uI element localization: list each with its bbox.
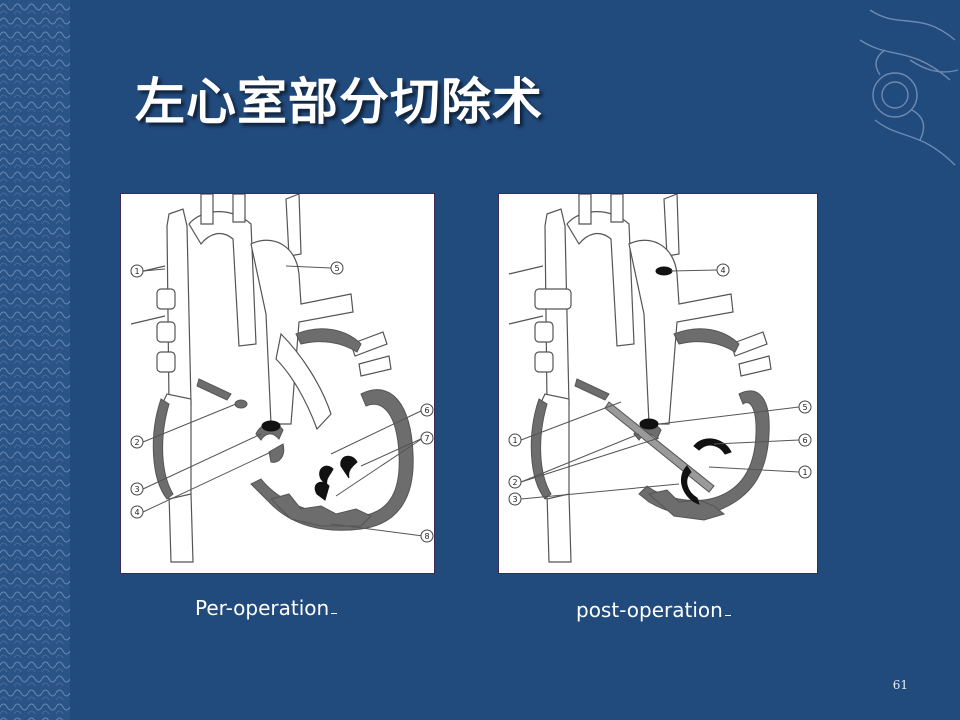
pre-operation-caption-text: Per-operation <box>195 596 330 620</box>
atrial-septum-tissue <box>574 378 610 401</box>
page-number: 61 <box>892 678 908 692</box>
left-atrial-wall <box>295 328 362 353</box>
post-operation-caption-text: post-operation <box>576 598 723 622</box>
pulmonary-artery <box>250 239 354 425</box>
aortic-valve-marker <box>261 420 281 432</box>
label-2: 2 <box>512 478 517 487</box>
great-arteries <box>200 194 302 257</box>
band-graft <box>534 288 572 310</box>
wave-pattern-strip <box>0 0 70 720</box>
papillary-curl <box>314 481 330 501</box>
left-ventricle-wall <box>250 389 414 531</box>
aortic-arch <box>566 211 635 347</box>
right-vessels <box>350 331 392 377</box>
pre-operation-diagram: 1 5 2 3 4 6 7 8 <box>120 193 435 574</box>
atrial-septum-tissue <box>196 378 232 401</box>
pulmonary-veins-left <box>508 265 544 325</box>
post-operation-diagram: 4 5 6 1 1 2 3 <box>498 193 818 574</box>
inferior-vena-cava <box>168 493 194 563</box>
left-atrial-wall <box>673 328 740 353</box>
pulmonary-trunk <box>275 332 332 431</box>
label-6: 6 <box>802 436 807 445</box>
label-1-right: 1 <box>802 468 807 477</box>
label-1-left: 1 <box>512 436 517 445</box>
chordae-curl-a <box>319 465 334 487</box>
papillary-tissue <box>270 493 372 527</box>
label-8: 8 <box>424 532 429 541</box>
reduced-left-ventricle-wall <box>638 390 770 516</box>
chordae-curl-b <box>340 455 358 479</box>
pre-operation-caption: Per-operation <box>195 595 338 621</box>
valve-marker <box>639 418 659 430</box>
papillary-curl <box>681 465 700 505</box>
label-5: 5 <box>802 403 807 412</box>
slide-title: 左心室部分切除术 <box>135 73 543 131</box>
chordae-curl <box>693 438 732 455</box>
label-4: 4 <box>720 266 725 275</box>
great-arteries <box>578 194 680 257</box>
label-6: 6 <box>424 406 429 415</box>
pulmonary-artery <box>628 239 734 425</box>
right-atrial-wall <box>152 398 174 500</box>
label-5: 5 <box>334 264 339 273</box>
floral-ornament <box>859 9 959 166</box>
label-3: 3 <box>512 495 517 504</box>
label-7: 7 <box>424 434 429 443</box>
right-vessels <box>730 331 772 377</box>
label-4: 4 <box>134 508 139 517</box>
papillary-tissue <box>647 489 726 521</box>
inferior-vena-cava <box>546 493 572 563</box>
label-1: 1 <box>134 267 139 276</box>
aortic-arch <box>188 211 257 347</box>
post-operation-caption: post-operation <box>576 597 731 623</box>
label-2: 2 <box>134 438 139 447</box>
pulmonary-marker <box>655 266 673 276</box>
label-3: 3 <box>134 485 139 494</box>
